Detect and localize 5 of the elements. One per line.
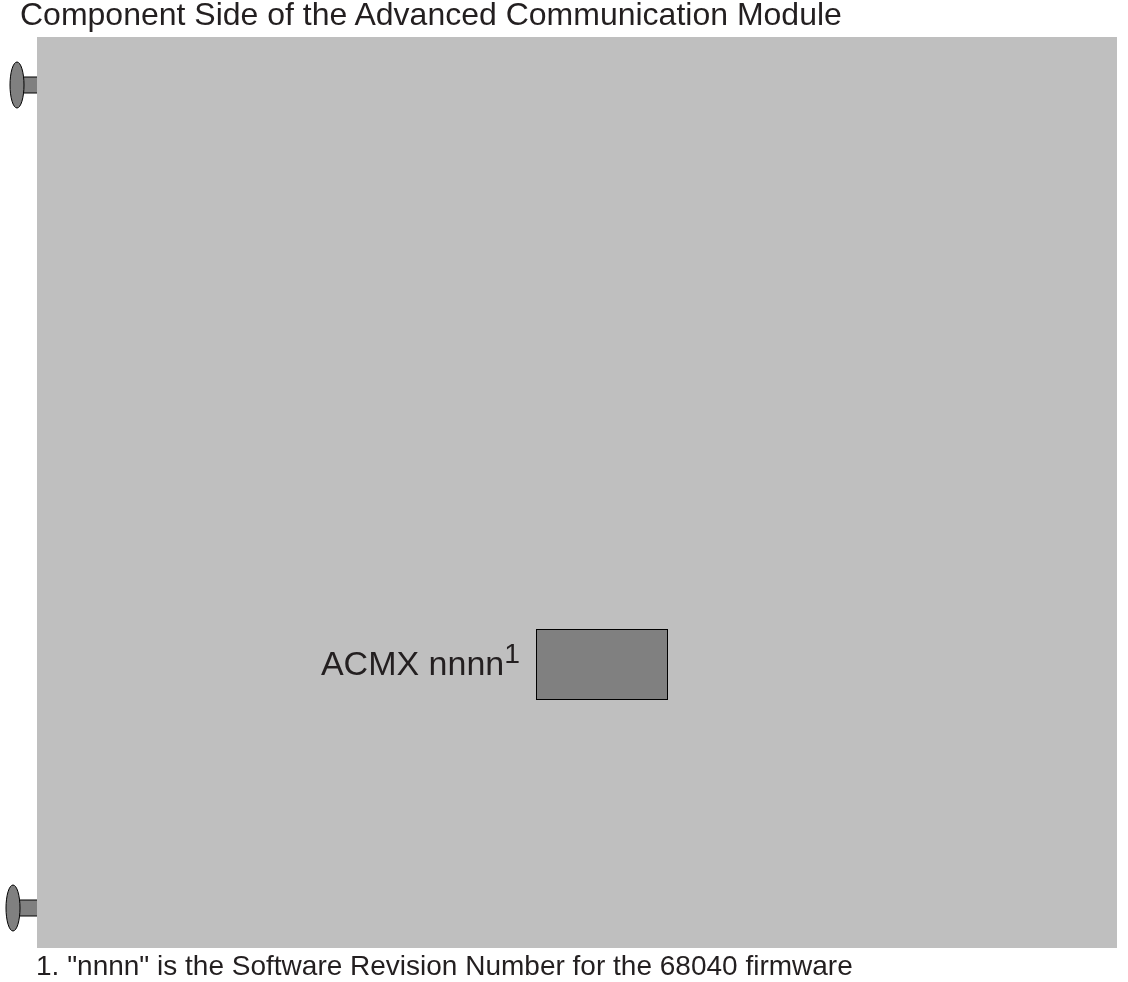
circuit-board: [37, 37, 1117, 948]
footnote: 1. "nnnn" is the Software Revision Number for the 68040 firmware: [36, 950, 853, 982]
chip-label: ACMX nnnn$^{1}$: [320, 637, 520, 684]
chip: [536, 629, 668, 700]
title: Component Side of the Advanced Communication Module: [20, 0, 842, 33]
